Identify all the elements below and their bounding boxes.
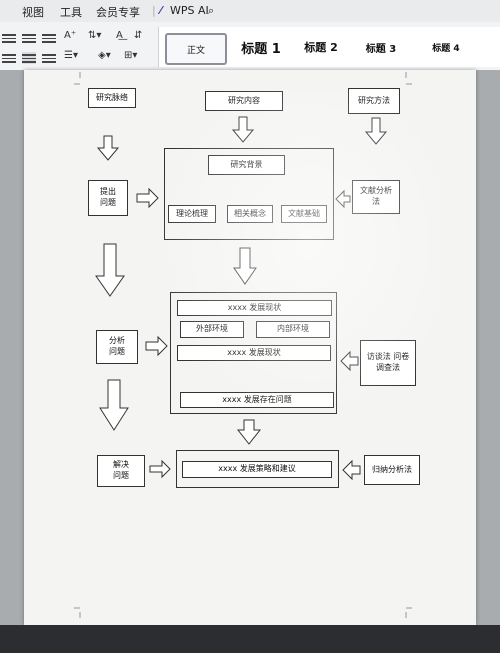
menu-tools[interactable]: 工具: [60, 6, 82, 19]
numbered-list-icon[interactable]: [22, 32, 36, 44]
screen-bezel: [0, 625, 500, 653]
search-icon[interactable]: ⌕: [208, 4, 215, 17]
arrow-right-solve: [149, 459, 171, 479]
sort-icon[interactable]: ⇵: [134, 30, 143, 41]
menu-member[interactable]: 会员专享: [96, 6, 140, 19]
menu-divider: |: [152, 4, 156, 17]
bullet-list-icon[interactable]: [2, 32, 16, 44]
text-format-icon[interactable]: A͟: [116, 30, 123, 41]
arrow-down-analyze: [99, 379, 129, 431]
arrow-right-analyze: [145, 335, 168, 357]
style-gallery: 正文 标题 1 标题 2 标题 3 标题 4: [158, 27, 500, 67]
arrow-down-raise: [95, 243, 125, 297]
wps-ai-icon[interactable]: ⁄: [160, 4, 162, 17]
raise-problem-box: 提出 问题: [88, 180, 128, 216]
paragraph-spacing-icon[interactable]: ☰▾: [64, 50, 78, 61]
align-left-icon[interactable]: [2, 52, 16, 64]
align-center-icon[interactable]: [22, 52, 36, 64]
style-normal[interactable]: 正文: [165, 33, 227, 65]
decrease-indent-icon[interactable]: [42, 32, 56, 44]
style-heading-2[interactable]: 标题 2: [304, 41, 338, 54]
corner-mark-bottom-right: [405, 607, 412, 618]
induction-analysis-box: 归纳分析法: [364, 455, 420, 485]
shading-icon[interactable]: ◈▾: [98, 50, 111, 61]
solution-group-frame: [176, 450, 339, 488]
corner-mark-top-right: [405, 72, 412, 85]
menu-wps-ai[interactable]: WPS AI: [170, 4, 209, 17]
borders-icon[interactable]: ⊞▾: [124, 50, 138, 61]
line-spacing-icon[interactable]: ⇅▾: [88, 30, 102, 41]
solve-problem-box: 解决 问题: [97, 455, 145, 487]
corner-mark-bottom-left: [74, 607, 81, 618]
style-heading-3[interactable]: 标题 3: [365, 43, 397, 55]
arrow-down-center-1: [233, 247, 257, 285]
arrow-left-literature: [335, 189, 351, 209]
arrow-down-content: [231, 116, 255, 143]
research-context-box: 研究脉络: [88, 88, 136, 108]
arrow-down-context: [96, 135, 120, 161]
style-heading-4[interactable]: 标题 4: [432, 43, 460, 54]
style-heading-1[interactable]: 标题 1: [241, 41, 281, 57]
corner-mark-top-left: [74, 72, 81, 85]
arrow-left-induction: [342, 459, 361, 481]
font-size-icon[interactable]: A⁺: [64, 30, 77, 41]
arrow-right-raise: [136, 187, 159, 209]
arrow-down-center-2: [236, 419, 262, 445]
strategy-suggestions-box: xxxx 发展策略和建议: [182, 461, 332, 478]
analyze-problem-box: 分析 问题: [96, 330, 138, 364]
arrow-down-method: [364, 117, 388, 145]
menu-view[interactable]: 视图: [22, 6, 44, 19]
arrow-left-interview: [340, 350, 359, 372]
align-right-icon[interactable]: [42, 52, 56, 64]
